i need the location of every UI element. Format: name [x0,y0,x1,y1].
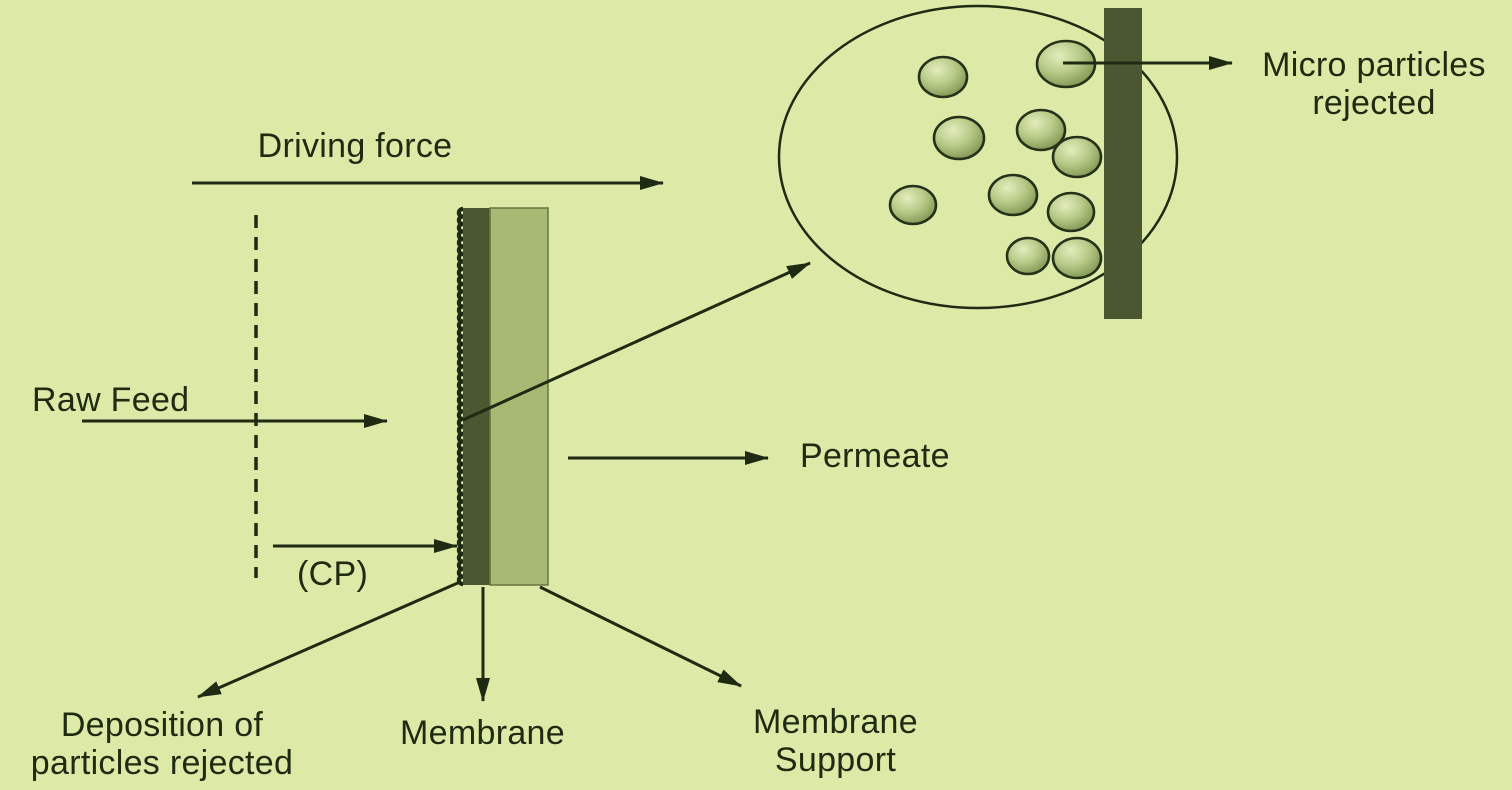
micro-particle [888,184,938,226]
raw-feed-label: Raw Feed [32,381,190,419]
micro-particles-group [888,39,1103,280]
support-label-arrow [539,585,742,688]
deposition-arrow [197,580,461,699]
deposition-label: Deposition of particles rejected [0,706,324,782]
membrane-layer [463,208,490,585]
micro-particles-rejected-line1: Micro particles [1262,46,1486,84]
cp-label: (CP) [297,555,369,593]
micro-particles-rejected-line2: rejected [1312,84,1436,122]
deposition-line1: Deposition of [60,706,264,744]
inset-callout-arrow [462,261,811,422]
inset-circle [777,4,1179,310]
micro-particle [987,173,1039,217]
permeate-label: Permeate [800,437,950,475]
micro-particle [1015,108,1067,152]
micro-particle [1046,191,1096,233]
micro-particle [917,55,969,99]
micro-particles-rejected-label: Micro particles rejected [1236,46,1512,122]
micro-particle [1051,236,1103,280]
membrane-zigzag [456,206,464,587]
membrane-support-layer [489,207,549,586]
inset-membrane-bar [1104,8,1142,319]
driving-force-label: Driving force [257,127,453,165]
membrane-label: Membrane [400,714,565,752]
membrane-support-line2: Support [774,741,897,779]
membrane-support-label: Membrane Support [718,703,953,779]
micro-particle [1051,135,1103,179]
deposition-line2: particles rejected [30,744,294,782]
micro-particle [1005,236,1051,276]
membrane-support-line1: Membrane [753,703,918,741]
micro-particle [932,115,986,161]
